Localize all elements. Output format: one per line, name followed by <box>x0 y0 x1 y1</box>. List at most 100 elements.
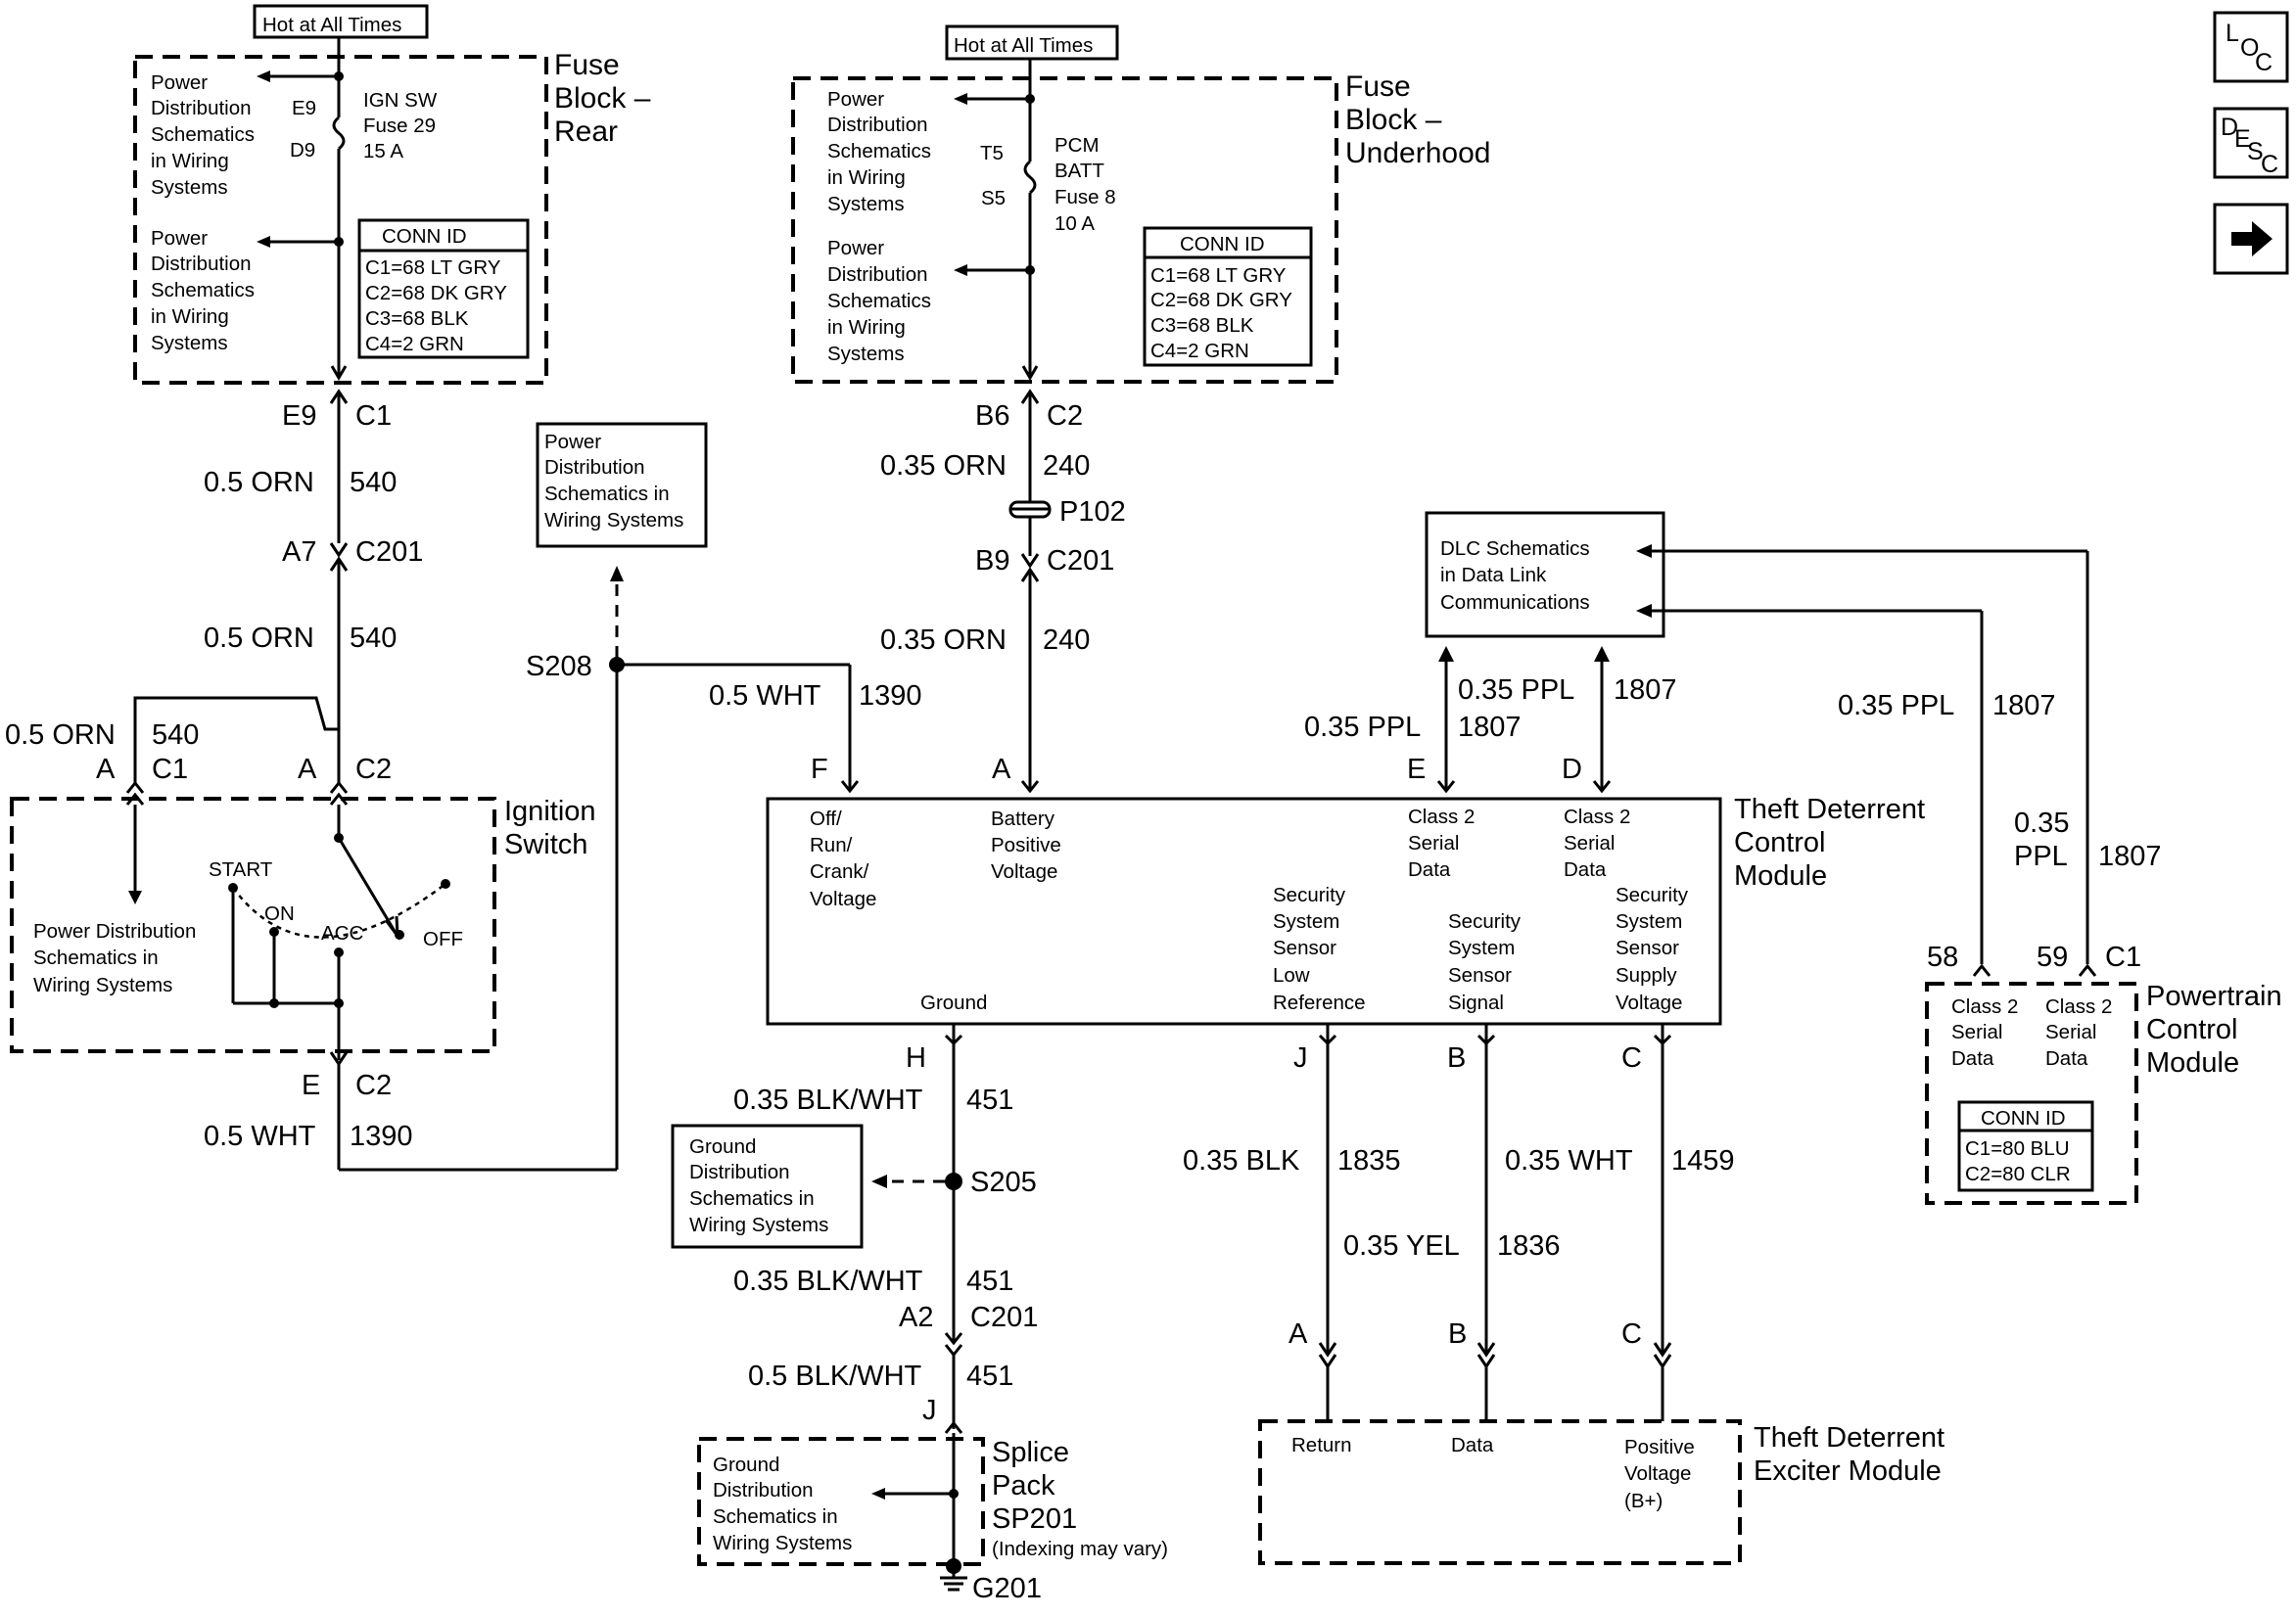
svg-text:Systems: Systems <box>827 193 905 215</box>
svg-text:Security: Security <box>1616 884 1689 906</box>
fuse-block-underhood-title-2: Block – <box>1345 104 1442 136</box>
splice-s205 <box>945 1173 962 1190</box>
svg-text:Distribution: Distribution <box>151 97 252 119</box>
svg-text:Crank/: Crank/ <box>810 860 869 883</box>
exciter-title-1: Theft Deterrent <box>1754 1422 1945 1454</box>
desc-c-text: C <box>2261 151 2278 178</box>
tdcm-title-2: Control <box>1734 827 1826 858</box>
switch-off: OFF <box>423 928 463 950</box>
fuse-rear-pin-e9: E9 <box>292 97 316 119</box>
tdcm-title-3: Module <box>1734 860 1827 892</box>
svg-text:Data: Data <box>1564 858 1607 881</box>
svg-text:C3=68 BLK: C3=68 BLK <box>1150 314 1254 337</box>
svg-text:C4=2 GRN: C4=2 GRN <box>365 333 464 355</box>
svg-text:Systems: Systems <box>151 176 228 199</box>
splice-pack-indexing-note: (Indexing may vary) <box>992 1538 1168 1560</box>
pcm-pin-59: 59 <box>2037 942 2068 973</box>
splice-pack-sp201 <box>697 1437 985 1566</box>
ground-g201: G201 <box>972 1573 1042 1604</box>
svg-text:C1=68 LT GRY: C1=68 LT GRY <box>365 256 501 279</box>
svg-text:Ground: Ground <box>689 1135 756 1158</box>
desc-button[interactable]: D E S C <box>2213 107 2289 179</box>
svg-text:Schematics in: Schematics in <box>689 1187 815 1210</box>
exciter-pin-a: A <box>1289 1318 1308 1350</box>
exciter-pin-b: B <box>1448 1318 1467 1350</box>
tdcm-off-run-label: Off/ Run/ Crank/ Voltage <box>810 808 876 910</box>
fuse-under-conn-id-table: CONN ID C1=68 LT GRY C2=68 DK GRY C3=68 … <box>1143 226 1313 367</box>
ignition-switch <box>10 797 496 1053</box>
svg-text:Class 2: Class 2 <box>1564 806 1630 828</box>
theft-deterrent-control-module <box>766 797 1722 1026</box>
pcm-title-2: Control <box>2146 1014 2238 1045</box>
fuse-block-underhood <box>791 76 1338 384</box>
pin-c1-rear: C1 <box>355 400 392 432</box>
ground-symbol <box>940 1566 967 1592</box>
svg-text:Wiring Systems: Wiring Systems <box>689 1214 828 1236</box>
svg-text:C3=68 BLK: C3=68 BLK <box>365 307 469 330</box>
pcm-title-1: Powertrain <box>2146 981 2282 1012</box>
hot-at-all-times-underhood: Hot at All Times <box>954 34 1093 57</box>
svg-text:Security: Security <box>1448 910 1522 933</box>
fuse-8-label-3: Fuse 8 <box>1054 186 1116 208</box>
svg-text:Run/: Run/ <box>810 834 853 856</box>
svg-text:Off/: Off/ <box>810 808 842 830</box>
fuse-29-label-2: Fuse 29 <box>363 115 436 137</box>
fuse-29-symbol <box>332 116 346 151</box>
wire-1836-gauge: 0.35 YEL <box>1343 1230 1460 1262</box>
svg-text:C2=80 CLR: C2=80 CLR <box>1965 1163 2071 1185</box>
splice-pack-title-3: SP201 <box>992 1503 1077 1535</box>
svg-text:Data: Data <box>1408 858 1451 881</box>
svg-text:Communications: Communications <box>1440 591 1590 614</box>
exciter-pin-c: C <box>1621 1318 1642 1350</box>
tdcm-pin-j: J <box>1293 1042 1308 1074</box>
fuse-8-label-2: BATT <box>1054 160 1104 182</box>
svg-text:C4=2 GRN: C4=2 GRN <box>1150 340 1249 362</box>
loc-button[interactable]: L O C <box>2213 11 2289 83</box>
svg-text:C2=68 DK GRY: C2=68 DK GRY <box>1150 289 1292 311</box>
loc-c-text: C <box>2255 49 2273 76</box>
next-button[interactable] <box>2213 203 2289 275</box>
ignition-switch-title-1: Ignition <box>504 796 596 827</box>
wire-1807-gauge-pcm59-2: PPL <box>2014 841 2068 872</box>
connector-c2-out: C2 <box>355 1070 392 1101</box>
wire-1390-gauge-1: 0.5 WHT <box>204 1121 316 1152</box>
ignition-switch-title-2: Switch <box>504 829 587 860</box>
desc-s-text: S <box>2247 138 2264 165</box>
pin-j-splice: J <box>922 1395 937 1426</box>
fuse-block-rear-title-2: Block – <box>554 82 651 115</box>
wire-1807-number-pcm59: 1807 <box>2098 841 2162 872</box>
pin-c2-underhood: C2 <box>1047 400 1083 432</box>
switch-start: START <box>209 858 273 881</box>
svg-text:Serial: Serial <box>1564 832 1615 855</box>
svg-text:System: System <box>1616 910 1682 933</box>
pin-a2: A2 <box>899 1302 933 1333</box>
wire-1807-number-pcm58: 1807 <box>1992 690 2056 721</box>
tdcm-pin-h: H <box>906 1042 926 1074</box>
wire-1807-gauge-pcm58: 0.35 PPL <box>1838 690 1954 721</box>
fuse-29-label-1: IGN SW <box>363 89 438 112</box>
svg-text:in Wiring: in Wiring <box>151 305 229 328</box>
svg-text:Power Distribution: Power Distribution <box>33 920 196 943</box>
fuse-block-underhood-title-1: Fuse <box>1345 70 1411 103</box>
desc-e-text: E <box>2234 125 2251 153</box>
svg-text:Data: Data <box>1951 1047 1994 1070</box>
pin-a7: A7 <box>282 536 316 568</box>
svg-text:DLC Schematics: DLC Schematics <box>1440 537 1590 560</box>
wire-540-number-2: 540 <box>350 623 397 654</box>
svg-text:Systems: Systems <box>827 343 905 365</box>
fuse-block-rear <box>133 55 548 385</box>
svg-text:C2=68 DK GRY: C2=68 DK GRY <box>365 282 507 304</box>
wire-451-gauge-1: 0.35 BLK/WHT <box>733 1085 923 1116</box>
svg-text:Sensor: Sensor <box>1273 937 1336 959</box>
svg-text:Schematics in: Schematics in <box>544 483 670 505</box>
svg-text:C1=80 BLU: C1=80 BLU <box>1965 1137 2070 1160</box>
tdcm-sensor-low-ref-label: Security System Sensor Low Reference <box>1273 884 1366 1014</box>
fuse-rear-conn-id-table: CONN ID C1=68 LT GRY C2=68 DK GRY C3=68 … <box>357 218 530 359</box>
svg-text:Wiring Systems: Wiring Systems <box>713 1532 852 1554</box>
loc-o-text: O <box>2240 34 2259 62</box>
wire-1807-gauge-d: 0.35 PPL <box>1458 674 1574 706</box>
wire-451-number-2: 451 <box>966 1266 1013 1297</box>
wire-540-gauge-1: 0.5 ORN <box>204 467 314 498</box>
exciter-positive-label: Positive Voltage (B+) <box>1624 1436 1695 1512</box>
svg-text:Low: Low <box>1273 964 1310 987</box>
